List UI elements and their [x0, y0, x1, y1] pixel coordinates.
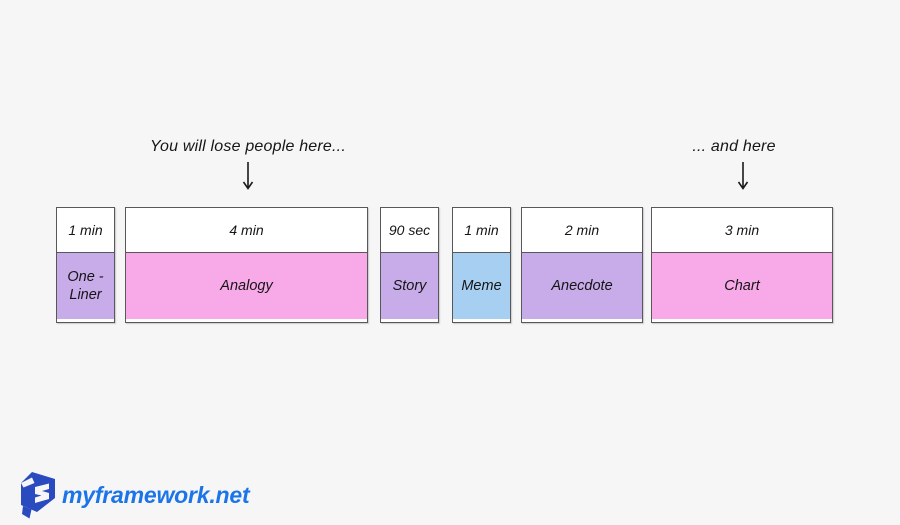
timeline-segment-one-liner: 1 min One - Liner [56, 207, 115, 323]
cube-logo-icon [21, 472, 55, 519]
annotation-and-here: ... and here [692, 138, 776, 155]
segment-duration: 2 min [522, 208, 642, 253]
segment-label: Story [381, 253, 438, 319]
timeline-segment-anecdote: 2 min Anecdote [521, 207, 643, 323]
segment-label: Chart [652, 253, 832, 319]
brand-name: myframework.net [62, 481, 250, 508]
down-arrow-icon [242, 162, 254, 190]
timeline-segment-meme: 1 min Meme [452, 207, 511, 323]
segment-duration: 4 min [126, 208, 367, 253]
segment-label: One - Liner [57, 253, 114, 319]
segment-duration: 90 sec [381, 208, 438, 253]
timeline-segment-chart: 3 min Chart [651, 207, 833, 323]
timeline-segment-analogy: 4 min Analogy [125, 207, 368, 323]
annotation-lose-people: You will lose people here... [150, 138, 346, 155]
segment-duration: 3 min [652, 208, 832, 253]
timeline-segment-story: 90 sec Story [380, 207, 439, 323]
segment-duration: 1 min [453, 208, 510, 253]
segment-duration: 1 min [57, 208, 114, 253]
segment-label: Anecdote [522, 253, 642, 319]
brand-footer: myframework.net [15, 470, 250, 520]
segment-label: Analogy [126, 253, 367, 319]
down-arrow-icon [737, 162, 749, 190]
segment-label: Meme [453, 253, 510, 319]
